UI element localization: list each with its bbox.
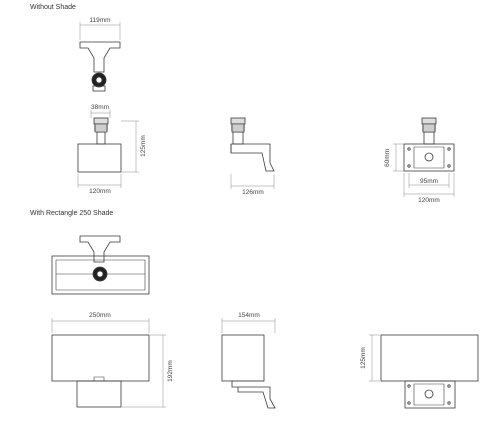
dim-ws-back-outer-width: 120mm (418, 197, 440, 204)
dim-ws-side-depth: 126mm (242, 189, 264, 196)
dim-ws-back-height: 60mm (384, 149, 391, 167)
rs-back-view (380, 334, 479, 409)
section-title-with-shade: With Rectangle 250 Shade (30, 210, 114, 217)
dim-rs-back-height: 125mm (360, 347, 367, 369)
section-title-without-shade: Without Shade (30, 4, 76, 11)
dim-ws-back-inner-width: 95mm (420, 178, 438, 185)
dim-ws-front-height: 125mm (140, 135, 147, 157)
ws-top-view (79, 41, 121, 92)
dim-ws-front-width: 120mm (89, 188, 111, 195)
ws-side-view (230, 117, 275, 172)
rs-side-view (221, 334, 276, 409)
dim-ws-front-top-width: 38mm (91, 104, 109, 111)
rs-front-view (51, 334, 150, 408)
dim-rs-side-depth: 154mm (238, 312, 260, 319)
dim-rs-front-width: 250mm (89, 312, 111, 319)
ws-back-view (403, 117, 455, 172)
rs-top-view (51, 235, 150, 295)
dim-rs-front-height: 192mm (167, 360, 174, 382)
ws-front-view (77, 117, 122, 173)
dim-ws-top-width: 119mm (89, 17, 110, 24)
